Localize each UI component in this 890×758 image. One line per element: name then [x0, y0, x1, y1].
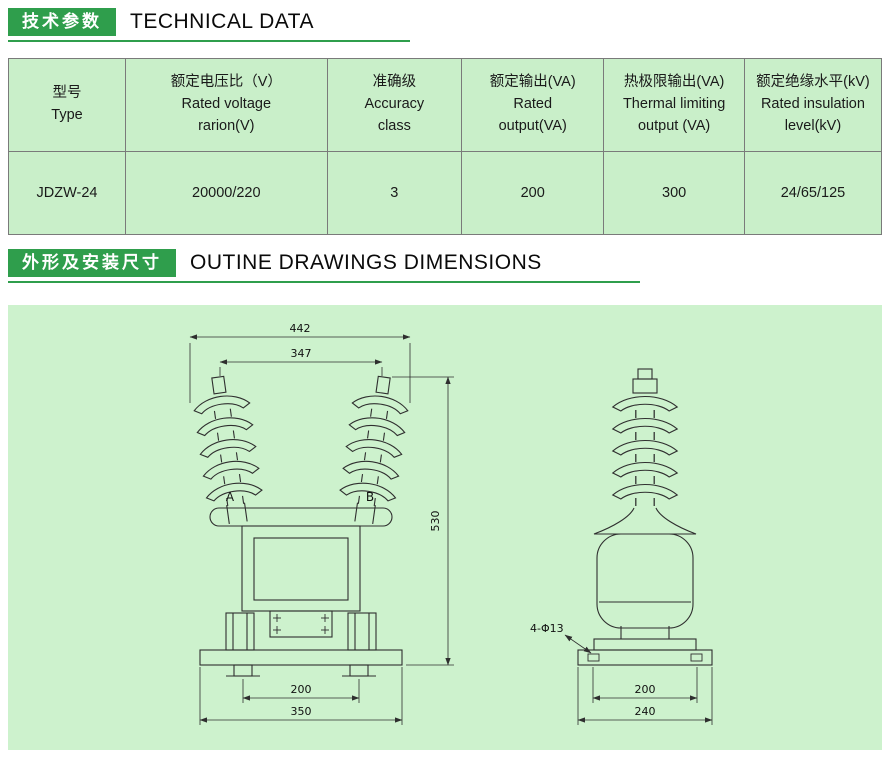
cell-thermal-output: 300 [603, 151, 745, 235]
front-dim-350-label: 350 [291, 705, 312, 718]
side-base-plate [577, 649, 713, 666]
side-insulator [613, 397, 677, 507]
side-terminal-cap [637, 368, 653, 380]
cell-voltage-ratio: 20000/220 [124, 151, 328, 235]
side-bell-skirt [593, 507, 697, 535]
header-cell-rated-output: 额定输出(VA) Rated output(VA) [461, 58, 605, 152]
cell-insulation-level: 24/65/125 [743, 151, 883, 235]
front-tank-outer [241, 525, 361, 612]
front-view-drawing: A B [190, 373, 412, 677]
front-dim-347-label: 347 [291, 347, 312, 360]
side-right-slot [690, 653, 703, 662]
front-top-cover [209, 507, 393, 527]
front-dim-200-label: 200 [291, 683, 312, 696]
side-view-drawing [577, 368, 713, 666]
header-cell-type: 型号 Type [8, 58, 126, 152]
front-tank-window [253, 537, 349, 601]
header-cell-insulation-level: 额定绝缘水平(kV) Rated insulation level(kV) [743, 58, 883, 152]
outline-drawings-svg: A B 442 347 530 200 [8, 322, 713, 725]
section-badge-technical: 技术参数 [8, 8, 116, 36]
side-hole-callout-label: 4-Φ13 [530, 622, 564, 635]
table-data-row: JDZW-24 20000/220 3 200 300 24/65/125 [8, 151, 883, 235]
section-header-drawings: 外形及安装尺寸 OUTINE DRAWINGS DIMENSIONS [8, 249, 640, 283]
outline-drawings-panel: A B 442 347 530 200 [8, 305, 882, 750]
front-view-dimensions: 442 347 530 200 350 [189, 322, 454, 725]
technical-data-table: 型号 Type 额定电压比（V） Rated voltage rarion(V)… [8, 58, 883, 235]
side-terminal-collar [632, 378, 658, 394]
side-left-slot [587, 653, 600, 662]
front-bolt-hole-marks [273, 614, 329, 634]
section-badge-drawings: 外形及安装尺寸 [8, 249, 176, 277]
table-header-row: 型号 Type 额定电压比（V） Rated voltage rarion(V)… [8, 58, 883, 152]
section-title-drawings: OUTINE DRAWINGS DIMENSIONS [190, 251, 542, 274]
cell-model: JDZW-24 [8, 151, 126, 235]
side-dim-200-label: 200 [635, 683, 656, 696]
front-bolt-plate [269, 610, 333, 638]
side-body [596, 533, 694, 629]
section-header-technical: 技术参数 TECHNICAL DATA [8, 8, 410, 42]
header-cell-accuracy: 准确级 Accuracy class [326, 58, 463, 152]
cell-rated-output: 200 [461, 151, 605, 235]
side-base-upper [593, 638, 697, 651]
front-left-mounting-tab [233, 664, 253, 677]
side-dim-240-label: 240 [635, 705, 656, 718]
front-dim-442-label: 442 [290, 322, 311, 335]
front-base-plate [199, 649, 403, 666]
front-label-a: A [226, 490, 235, 504]
header-cell-thermal-output: 热极限输出(VA) Thermal limiting output (VA) [603, 58, 745, 152]
front-right-mounting-tab [349, 664, 369, 677]
header-cell-rated-voltage: 额定电压比（V） Rated voltage rarion(V) [124, 58, 328, 152]
front-label-b: B [366, 490, 374, 504]
side-view-dimensions: 4-Φ13 200 240 [530, 622, 713, 725]
front-dim-530-label: 530 [429, 511, 442, 532]
cell-accuracy-class: 3 [326, 151, 463, 235]
front-right-foot [347, 612, 377, 651]
section-title-technical: TECHNICAL DATA [130, 10, 314, 33]
front-left-foot [225, 612, 255, 651]
